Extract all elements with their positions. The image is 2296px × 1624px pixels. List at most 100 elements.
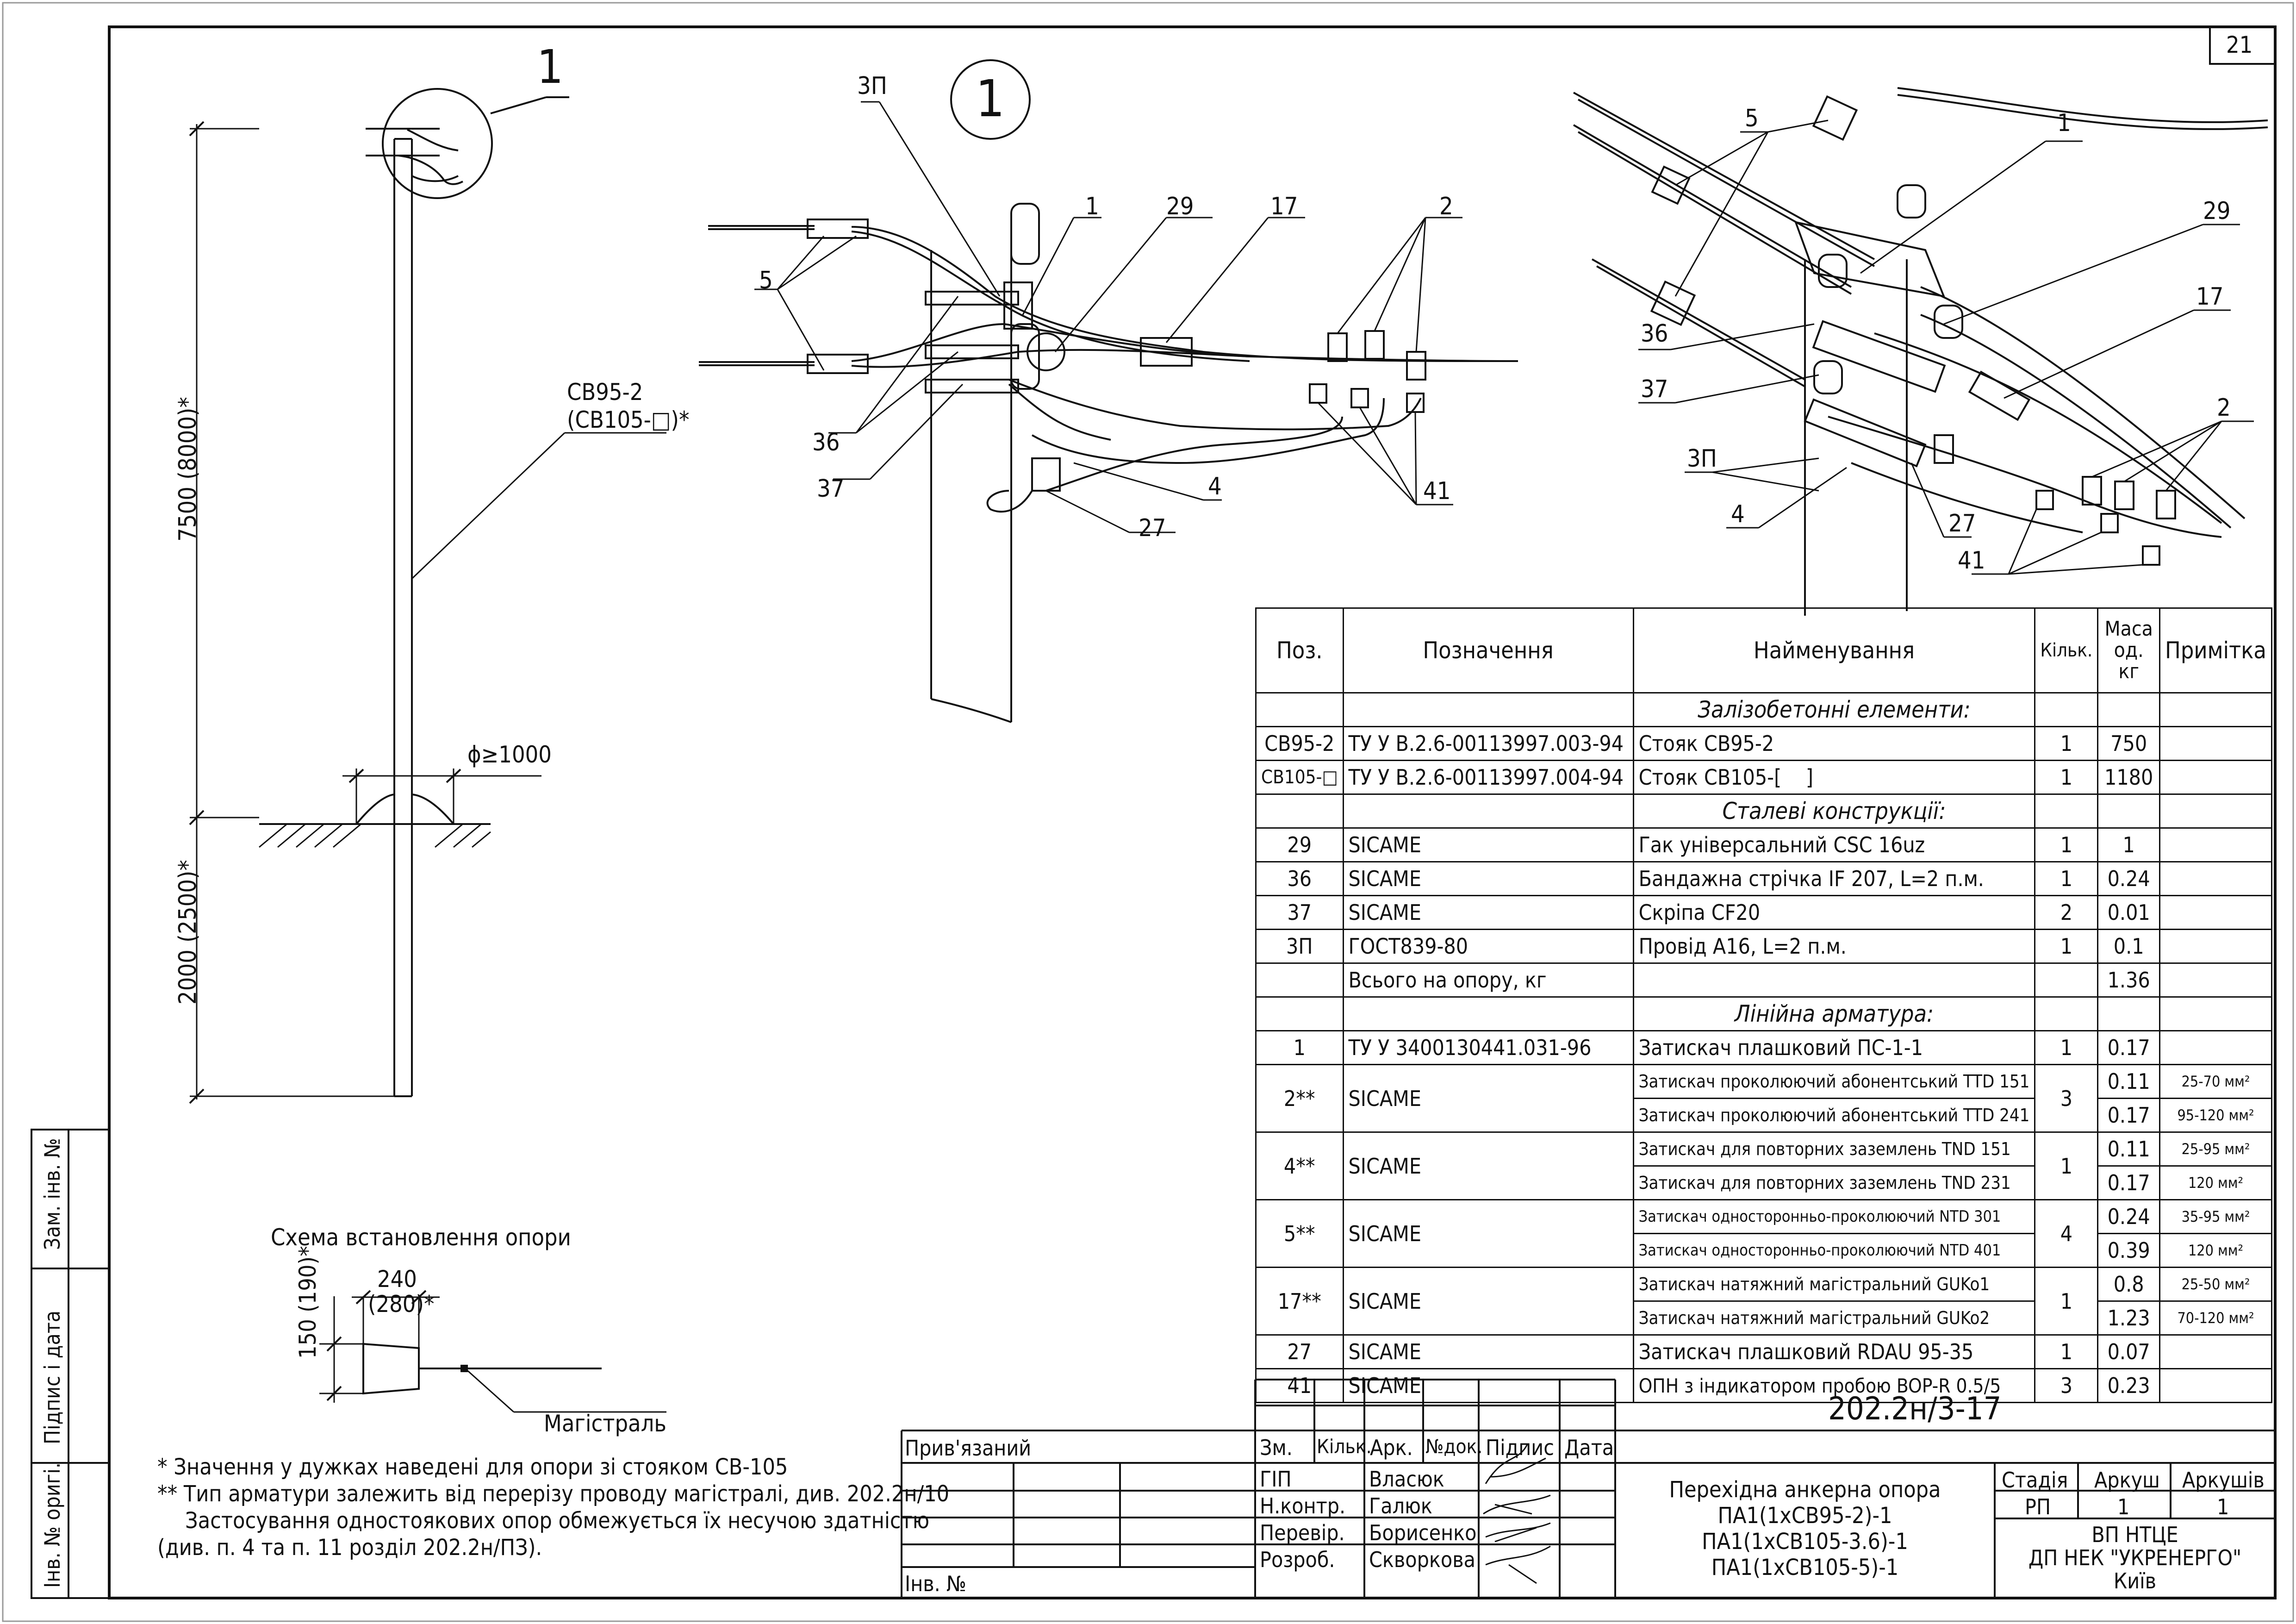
cell-total-label: Всього на опору, кг <box>1342 962 1634 998</box>
table-row: Затискач односторонньо-проколюючий NTD 4… <box>1256 1233 2273 1268</box>
cell-designation: SICAME <box>1342 1368 1634 1403</box>
cell-designation: SICAME <box>1342 861 1634 896</box>
sheet-number: 21 <box>2226 31 2253 58</box>
col-designation: Позначення <box>1342 607 1634 693</box>
cell-name: Гак універсальний CSC 16uz <box>1632 827 2036 862</box>
cell-note: 95-120 мм² <box>2159 1098 2273 1133</box>
cell-pos: 4** <box>1255 1131 1344 1200</box>
cell-mass: 0.39 <box>2097 1233 2160 1268</box>
cell-qty: 1 <box>2034 861 2099 896</box>
cell-designation: ТУ У В.2.6-00113997.003-94 <box>1342 726 1634 761</box>
section-row: Залізобетонні елементи: <box>1255 692 2273 727</box>
table-row-total: Всього на опору, кг 1.36 <box>1255 962 2273 998</box>
specification-table: Поз. Позначення Найменування Кільк. Маса… <box>1255 607 2273 1403</box>
dim-height: 7500 (8000)* <box>174 397 202 542</box>
iso-marker-29: 29 <box>2203 197 2231 225</box>
cell-qty: 1 <box>2034 929 2099 964</box>
cell-name: Затискач натяжний магістральний GUKo2 <box>1632 1300 2036 1336</box>
detail-view <box>699 59 1518 723</box>
marker-17: 17 <box>1270 193 1298 220</box>
cell-pos: 41 <box>1255 1368 1344 1403</box>
tb-name-nkontr: Галюк <box>1369 1493 1432 1518</box>
cell-mass: 1.23 <box>2097 1300 2160 1336</box>
side-stamp-sign-date: Підпис і дата <box>40 1310 65 1444</box>
tb-role-nkontr: Н.контр. <box>1260 1493 1346 1518</box>
marker-3p: 3П <box>857 72 887 100</box>
table-row: 5** SICAME Затискач односторонньо-прокол… <box>1255 1199 2273 1268</box>
cell-qty: 3 <box>2034 1368 2099 1403</box>
view-callout-label: 1 <box>537 40 564 94</box>
iso-marker-4: 4 <box>1731 500 1745 528</box>
cell-designation: ТУ У 3400130441.031-96 <box>1342 1030 1634 1065</box>
dim-diameter: ϕ≥1000 <box>467 741 552 768</box>
cell-mass: 1180 <box>2097 760 2160 795</box>
cell-note: 25-70 мм² <box>2159 1064 2273 1099</box>
cell-qty: 2 <box>2034 895 2099 930</box>
tb-drawing-title: Перехідна анкерна опора ПА1(1хСВ95-2)-1 … <box>1669 1477 1941 1580</box>
cell-name: Затискач для повторних заземлень TND 151 <box>1632 1131 2036 1167</box>
side-stamp-orig-inv: Інв. № оригі. <box>40 1462 65 1588</box>
table-row: Затискач для повторних заземлень TND 231… <box>1256 1165 2273 1200</box>
cell-qty: 1 <box>2034 1131 2099 1200</box>
iso-marker-3p: 3П <box>1687 445 1717 473</box>
cell-qty: 3 <box>2034 1064 2099 1133</box>
cell-note: 25-95 мм² <box>2159 1131 2273 1167</box>
cell-mass: 0.17 <box>2097 1165 2160 1200</box>
marker-29: 29 <box>1166 193 1194 220</box>
iso-marker-37: 37 <box>1641 375 1668 403</box>
scheme-title: Схема встановлення опори <box>271 1224 571 1251</box>
scheme-dim-w-alt: (280)* <box>368 1291 435 1318</box>
table-row: 4** SICAME Затискач для повторних заземл… <box>1255 1131 2273 1200</box>
tb-sheet: 1 <box>2117 1494 2130 1519</box>
scheme-line-label: Магістраль <box>544 1410 666 1437</box>
cell-pos: 2** <box>1255 1064 1344 1133</box>
cell-name: ОПН з індикатором пробою BOP-R 0.5/5 <box>1632 1368 2036 1403</box>
section-row: Сталеві конструкції: <box>1255 793 2273 829</box>
pole-elevation <box>189 88 666 1104</box>
tb-stage: РП <box>2025 1494 2051 1519</box>
cell-name: Затискач натяжний магістральний GUKo1 <box>1632 1267 2036 1302</box>
dim-depth: 2000 (2500)* <box>174 860 202 1005</box>
inv-no-label: Інв. № <box>905 1571 966 1596</box>
cell-mass: 0.01 <box>2097 895 2160 930</box>
drawing-code: 202.2н/3-17 <box>1828 1391 2002 1427</box>
installation-scheme <box>319 1290 666 1413</box>
cell-pos: 3П <box>1255 929 1344 964</box>
tb-sheets: 1 <box>2217 1494 2229 1519</box>
cell-name: Стояк СВ105-[ ] <box>1632 760 2036 795</box>
scheme-dim-w: 240 <box>377 1266 417 1293</box>
table-row: 3П ГОСТ839-80 Провід А16, L=2 п.м. 1 0.1 <box>1255 929 2273 964</box>
cell-pos: 36 <box>1255 861 1344 896</box>
table-row: 36 SICAME Бандажна стрічка IF 207, L=2 п… <box>1255 861 2273 896</box>
cell-qty: 1 <box>2034 1030 2099 1065</box>
marker-41: 41 <box>1423 477 1451 505</box>
table-row: СВ105-□ ТУ У В.2.6-00113997.004-94 Стояк… <box>1255 760 2273 795</box>
cell-mass: 0.1 <box>2097 929 2160 964</box>
cell-designation: SICAME <box>1342 1267 1634 1336</box>
tb-name-gip: Власюк <box>1369 1467 1444 1492</box>
cell-pos: СВ95-2 <box>1255 726 1344 761</box>
tb-head-ark: Арк. <box>1370 1435 1413 1460</box>
marker-27: 27 <box>1139 514 1166 542</box>
cell-designation: SICAME <box>1342 1131 1634 1200</box>
cell-mass: 0.07 <box>2097 1334 2160 1369</box>
iso-marker-36: 36 <box>1641 320 1668 348</box>
note-3: Застосування одностоякових опор обмежуєт… <box>185 1508 930 1534</box>
marker-36: 36 <box>812 429 840 456</box>
cell-name: Затискач односторонньо-проколюючий NTD 4… <box>1632 1233 2036 1268</box>
cell-pos: СВ105-□ <box>1255 760 1344 795</box>
note-4: (див. п. 4 та п. 11 розділ 202.2н/ПЗ). <box>157 1535 542 1561</box>
tb-head-pidpys: Підпис <box>1486 1435 1554 1460</box>
cell-name: Затискач для повторних заземлень TND 231 <box>1632 1165 2036 1200</box>
col-qty: Кільк. <box>2034 607 2099 693</box>
cell-note: 70-120 мм² <box>2159 1300 2273 1336</box>
cell-name: Стояк СВ95-2 <box>1632 726 2036 761</box>
table-row: 17** SICAME Затискач натяжний магістраль… <box>1255 1267 2273 1336</box>
drawing-notes: * Значення у дужках наведені для опори з… <box>157 1454 949 1561</box>
cell-qty: 1 <box>2034 760 2099 795</box>
cell-qty: 1 <box>2034 1267 2099 1336</box>
cell-mass: 0.24 <box>2097 861 2160 896</box>
cell-note: 35-95 мм² <box>2159 1199 2273 1234</box>
